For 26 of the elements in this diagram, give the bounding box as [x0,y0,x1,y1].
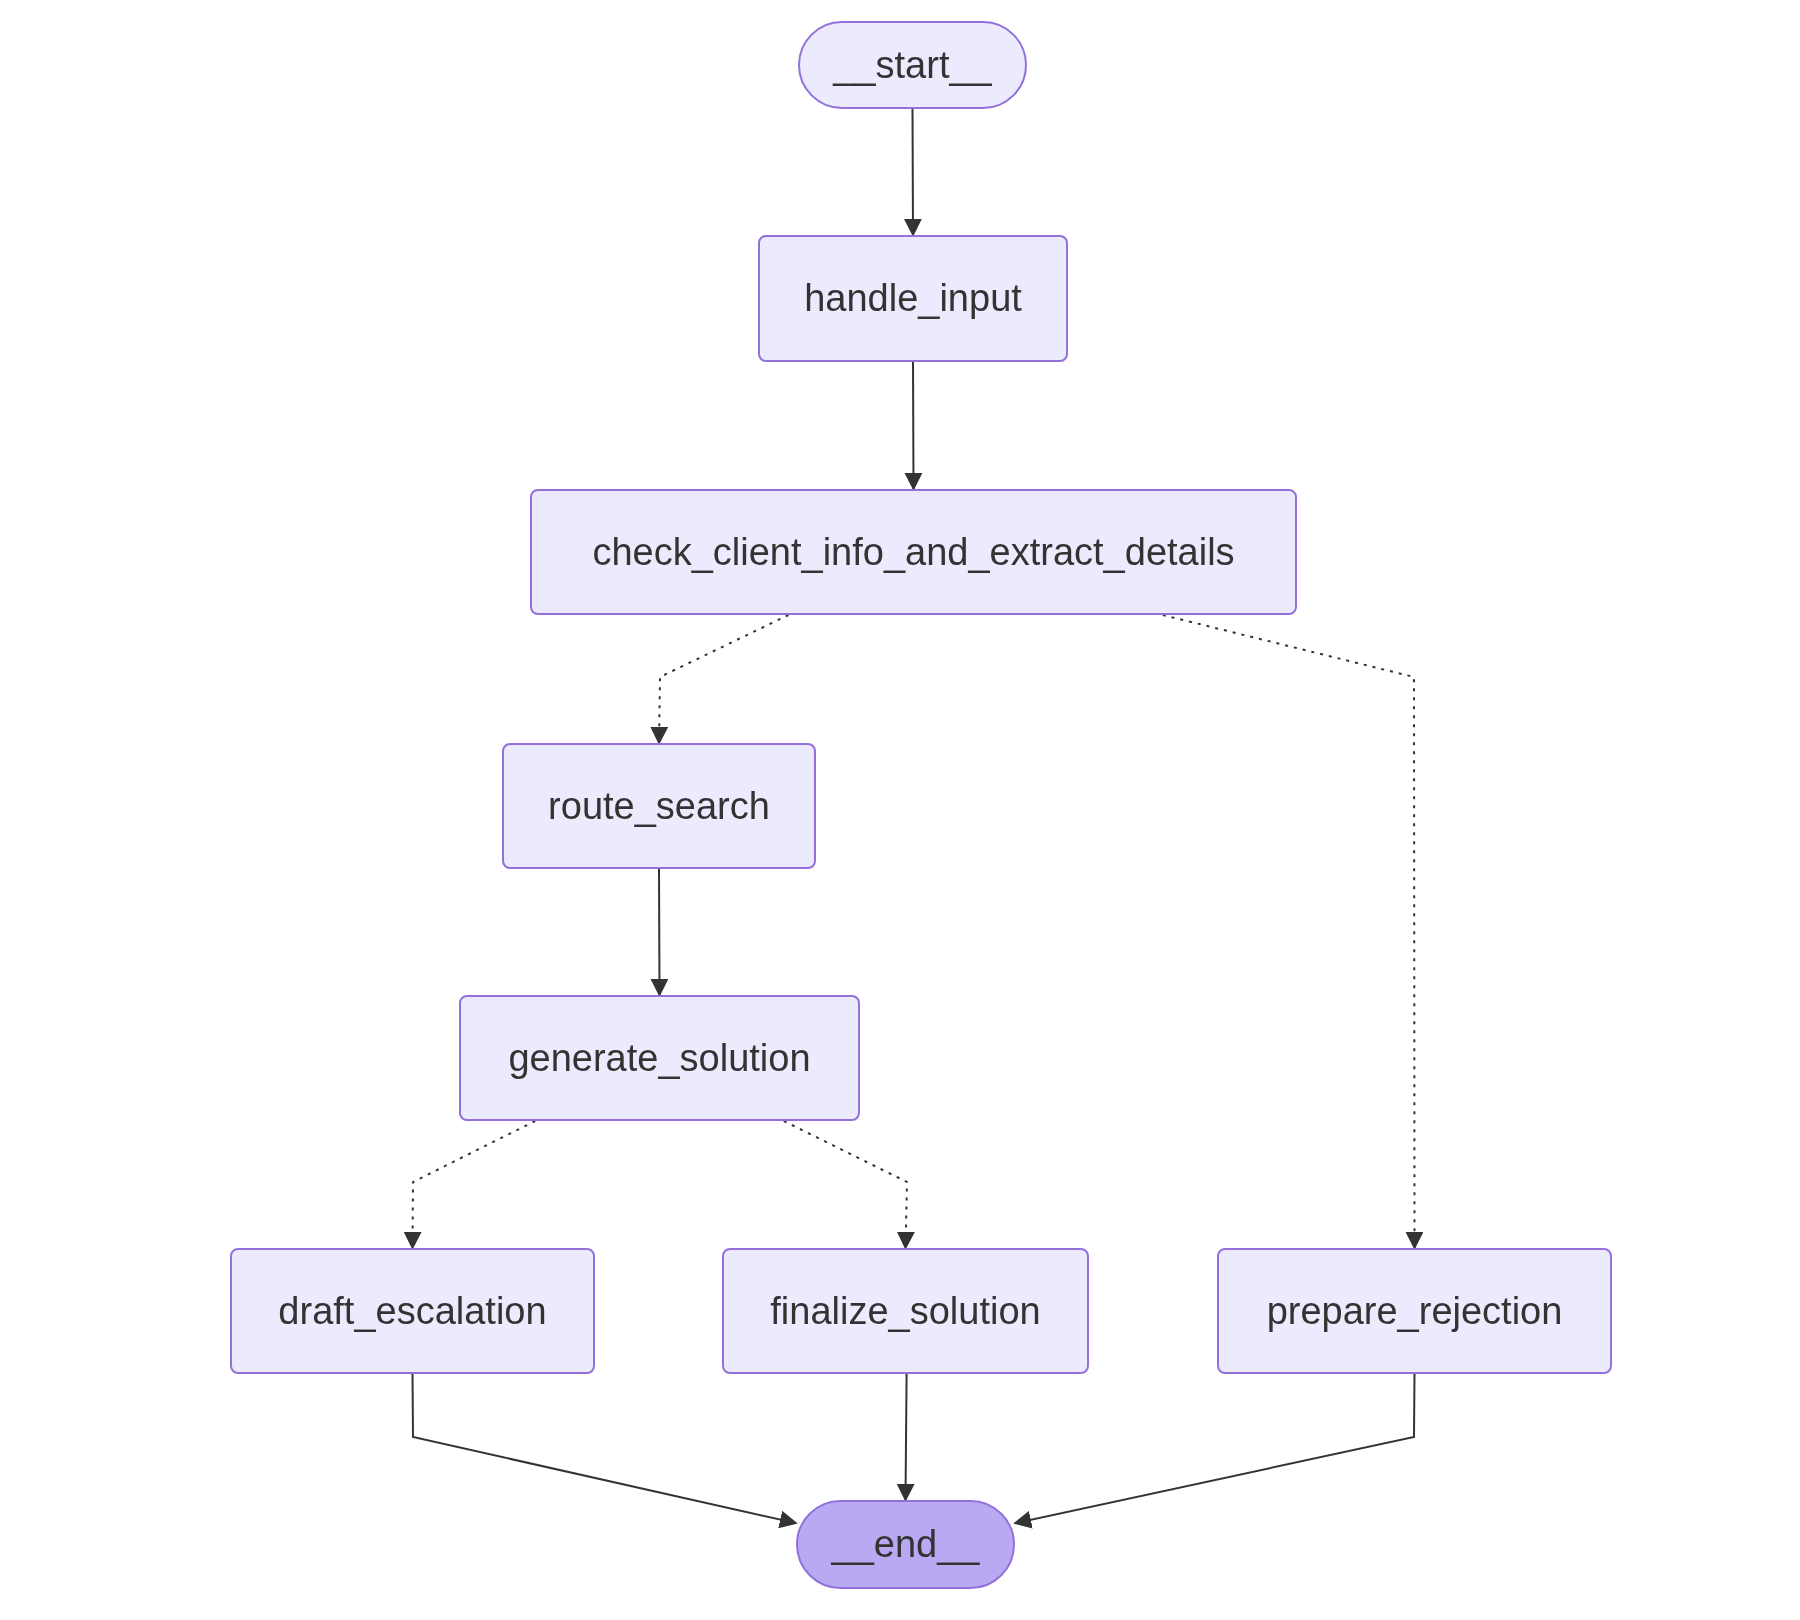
arrow [903,108,922,237]
arrow [403,1120,537,1250]
process-box [459,995,860,1121]
process-box [722,1248,1089,1374]
process-box [502,743,816,869]
arrow [650,868,669,997]
arrow [904,361,923,491]
process-box [530,489,1297,615]
arrow [782,1120,915,1250]
arrow [896,1373,915,1502]
node-label: check_client_info_and_extract_details [592,530,1235,574]
arrow [1161,614,1424,1250]
arrow [1013,1373,1416,1529]
process-box [1217,1248,1612,1374]
node-label: __start__ [833,43,992,87]
arrow [650,614,790,745]
node-label: handle_input [804,277,1022,320]
node-label: draft_escalation [278,1289,547,1333]
node-label: finalize_solution [770,1289,1041,1333]
process-box [758,235,1068,362]
node-label: generate_solution [508,1036,811,1080]
node-label: route_search [548,784,770,828]
node-label: prepare_rejection [1266,1289,1563,1333]
process-box [230,1248,595,1374]
arrow [411,1373,798,1529]
node-label: __end__ [831,1523,980,1566]
